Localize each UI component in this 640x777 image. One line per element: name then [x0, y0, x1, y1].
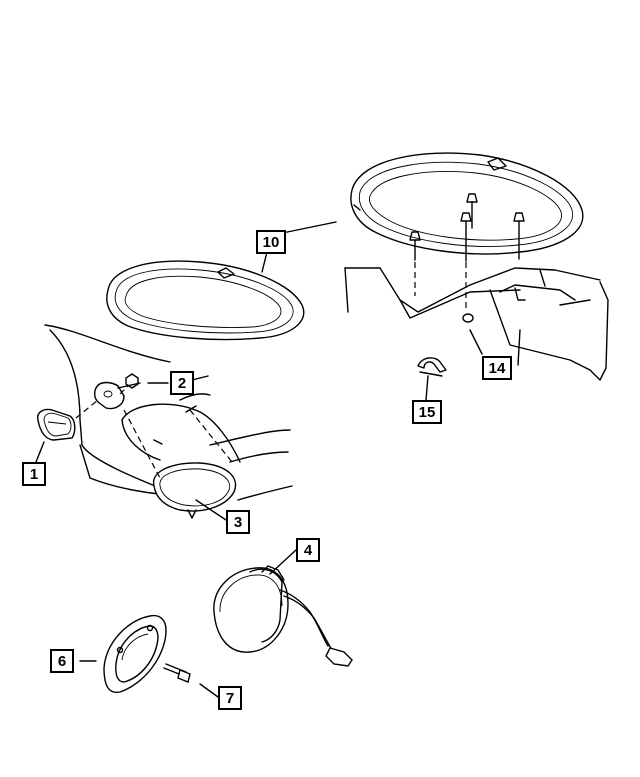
headlamp-assembly-right — [350, 152, 584, 255]
mounting-studs — [409, 193, 525, 310]
side-marker-lamp — [37, 408, 76, 441]
fog-lamp-assembly — [213, 565, 353, 667]
callout-4: 4 — [296, 538, 320, 562]
mounting-screw — [163, 663, 191, 683]
fog-lamp-housing — [121, 403, 241, 519]
fog-lamp-bracket — [103, 614, 167, 694]
callout-7: 7 — [218, 686, 242, 710]
callout-6: 6 — [50, 649, 74, 673]
marker-gasket-and-nut — [75, 373, 139, 419]
mounting-bracket — [344, 267, 609, 381]
clip-retainer — [417, 357, 447, 377]
callout-15: 15 — [412, 400, 442, 424]
leader-lines — [35, 221, 483, 698]
headlamp-left — [106, 260, 305, 341]
callout-2: 2 — [170, 371, 194, 395]
callout-3: 3 — [226, 510, 250, 534]
callout-10: 10 — [256, 230, 286, 254]
callout-14: 14 — [482, 356, 512, 380]
callout-1: 1 — [22, 462, 46, 486]
